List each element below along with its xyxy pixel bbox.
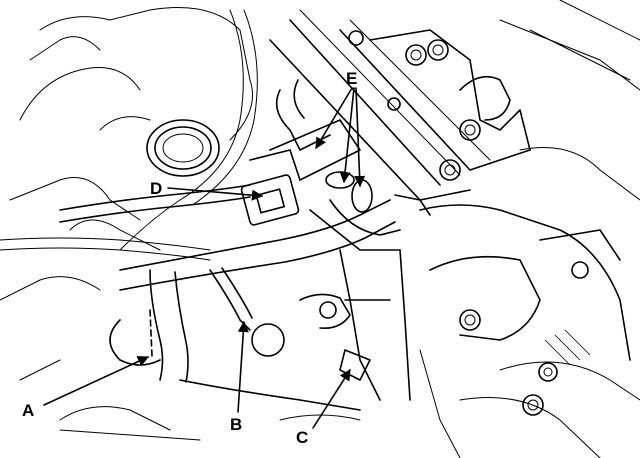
leader-line-a: [43, 309, 153, 406]
engine-block-left: [0, 7, 253, 431]
leader-line-d: [167, 187, 264, 201]
lower-hose-bracket: [59, 249, 461, 458]
callout-label-d: D: [150, 179, 162, 198]
callout-label-a: A: [22, 401, 34, 420]
oil-filler-cap: [146, 119, 220, 177]
bracket-upper-right: [348, 0, 640, 201]
main-pipe: [119, 199, 396, 383]
wiring-harness: [0, 9, 258, 261]
engine-rail: [269, 9, 531, 201]
mount-bracket-right: [419, 204, 640, 458]
hose-clamps: [309, 171, 431, 251]
leader-line-b: [237, 320, 249, 413]
sensor-connector: [240, 149, 301, 226]
callout-label-c: C: [296, 428, 308, 447]
callout-label-b: B: [230, 415, 242, 434]
leader-line-c: [312, 369, 351, 429]
hose-upper: [269, 79, 361, 181]
leader-line-e: [315, 87, 366, 188]
callout-label-e: E: [346, 69, 357, 88]
